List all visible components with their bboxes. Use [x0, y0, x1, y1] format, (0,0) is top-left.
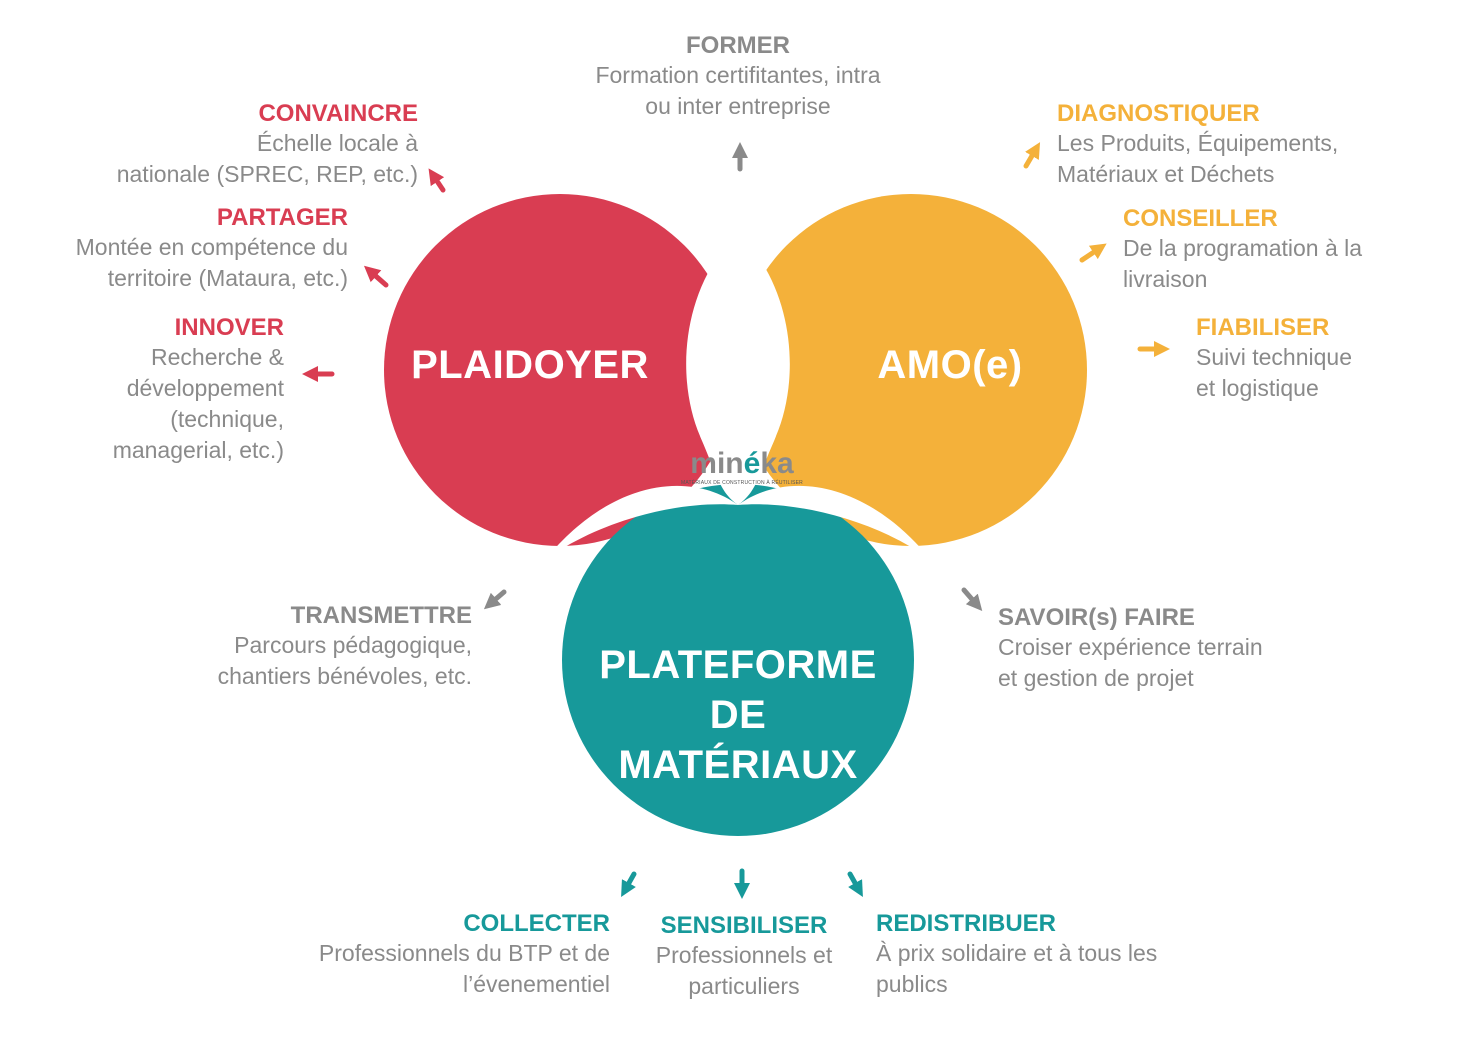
circle-amoe [735, 194, 1087, 546]
convaincre-label: CONVAINCRE Échelle locale à nationale (S… [60, 100, 418, 190]
plaidoyer-label: PLAIDOYER [411, 343, 649, 387]
redistribuer-label: REDISTRIBUER À prix solidaire et à tous … [876, 910, 1216, 1000]
former-label: FORMER Formation certifitantes, intra ou… [548, 32, 928, 122]
center-gap [700, 436, 776, 505]
partager-label: PARTAGER Montée en compétence du territo… [6, 204, 348, 294]
arrow-partager [363, 265, 389, 288]
fiabiliser-desc-line1: Suivi technique [1196, 344, 1352, 370]
conseiller-desc-line1: De la programation à la [1123, 235, 1363, 261]
convaincre-desc-line1: Échelle locale à [256, 130, 418, 156]
transmettre-desc-line2: chantiers bénévoles, etc. [217, 663, 472, 689]
convaincre-title: CONVAINCRE [258, 100, 418, 127]
arrow-savoir-faire [961, 587, 983, 612]
innover-title: INNOVER [174, 314, 284, 341]
collecter-desc-line1: Professionnels du BTP et de [318, 940, 610, 966]
sensibiliser-label: SENSIBILISER Professionnels et particuli… [634, 912, 854, 1002]
collecter-title: COLLECTER [463, 910, 610, 937]
circle-plateforme [562, 484, 914, 836]
center-lens [686, 232, 790, 505]
former-title: FORMER [686, 32, 790, 59]
savoir-faire-title: SAVOIR(s) FAIRE [998, 604, 1195, 631]
diagnostiquer-title: DIAGNOSTIQUER [1057, 100, 1260, 127]
arrow-redistribuer [847, 871, 863, 897]
arrows [301, 141, 1171, 900]
arrow-convaincre [428, 168, 446, 193]
diagnostiquer-label: DIAGNOSTIQUER Les Produits, Équipements,… [1057, 100, 1437, 190]
fiabiliser-title: FIABILISER [1196, 314, 1330, 341]
innover-desc-line2: développement [126, 375, 284, 401]
redistribuer-desc-line1: À prix solidaire et à tous les [876, 940, 1158, 966]
collecter-desc-line2: l’évenementiel [462, 971, 610, 997]
transmettre-label: TRANSMETTRE Parcours pédagogique, chanti… [150, 602, 472, 692]
arrow-conseiller [1079, 243, 1107, 263]
partager-desc-line1: Montée en compétence du [75, 234, 348, 260]
sensibiliser-desc-line1: Professionnels et [655, 942, 833, 968]
conseiller-title: CONSEILLER [1123, 205, 1278, 232]
partager-title: PARTAGER [216, 204, 348, 231]
innover-desc-line4: managerial, etc.) [112, 437, 284, 463]
innover-desc-line1: Recherche & [151, 344, 284, 370]
collecter-label: COLLECTER Professionnels du BTP et de l’… [270, 910, 610, 1000]
plateforme-label: PLATEFORME DE MATÉRIAUX [568, 640, 908, 790]
transmettre-title: TRANSMETTRE [290, 602, 472, 629]
logo-wordmark: minéka [690, 447, 794, 480]
mineka-logo: minéka MATÉRIAUX DE CONSTRUCTION À RÉUTI… [680, 448, 804, 494]
logo-tagline: MATÉRIAUX DE CONSTRUCTION À RÉUTILISER [681, 480, 803, 486]
sensibiliser-desc-line2: particuliers [688, 973, 800, 999]
fiabiliser-label: FIABILISER Suivi technique et logistique [1196, 314, 1436, 404]
partager-desc-line2: territoire (Mataura, etc.) [107, 265, 348, 291]
innover-desc-line3: (technique, [170, 406, 284, 432]
conseiller-label: CONSEILLER De la programation à la livra… [1123, 205, 1453, 295]
savoir-faire-desc-line2: et gestion de projet [998, 665, 1194, 691]
redistribuer-desc-line2: publics [876, 971, 948, 997]
arrow-collecter [621, 871, 637, 897]
diagnostiquer-desc-line1: Les Produits, Équipements, [1057, 130, 1339, 156]
plateforme-label-line1: PLATEFORME DE [599, 643, 877, 737]
diagnostiquer-desc-line2: Matériaux et Déchets [1057, 161, 1275, 187]
former-desc-line2: ou inter entreprise [645, 93, 831, 119]
fiabiliser-desc-line2: et logistique [1196, 375, 1319, 401]
innover-label: INNOVER Recherche & développement (techn… [40, 314, 284, 466]
savoir-faire-label: SAVOIR(s) FAIRE Croiser expérience terra… [998, 604, 1338, 694]
transmettre-desc-line1: Parcours pédagogique, [234, 632, 472, 658]
arrow-diagnostiquer [1023, 142, 1041, 169]
sensibiliser-title: SENSIBILISER [660, 912, 828, 939]
separator-left [545, 485, 738, 560]
savoir-faire-desc-line1: Croiser expérience terrain [998, 634, 1263, 660]
amoe-label: AMO(e) [877, 343, 1023, 387]
arrow-transmettre [483, 589, 507, 610]
plateforme-label-line2: MATÉRIAUX [618, 743, 858, 787]
conseiller-desc-line2: livraison [1123, 266, 1208, 292]
separator-right [738, 485, 931, 560]
circle-plaidoyer [384, 194, 736, 546]
redistribuer-title: REDISTRIBUER [876, 910, 1057, 937]
former-desc-line1: Formation certifitantes, intra [595, 62, 881, 88]
convaincre-desc-line2: nationale (SPREC, REP, etc.) [116, 161, 418, 187]
